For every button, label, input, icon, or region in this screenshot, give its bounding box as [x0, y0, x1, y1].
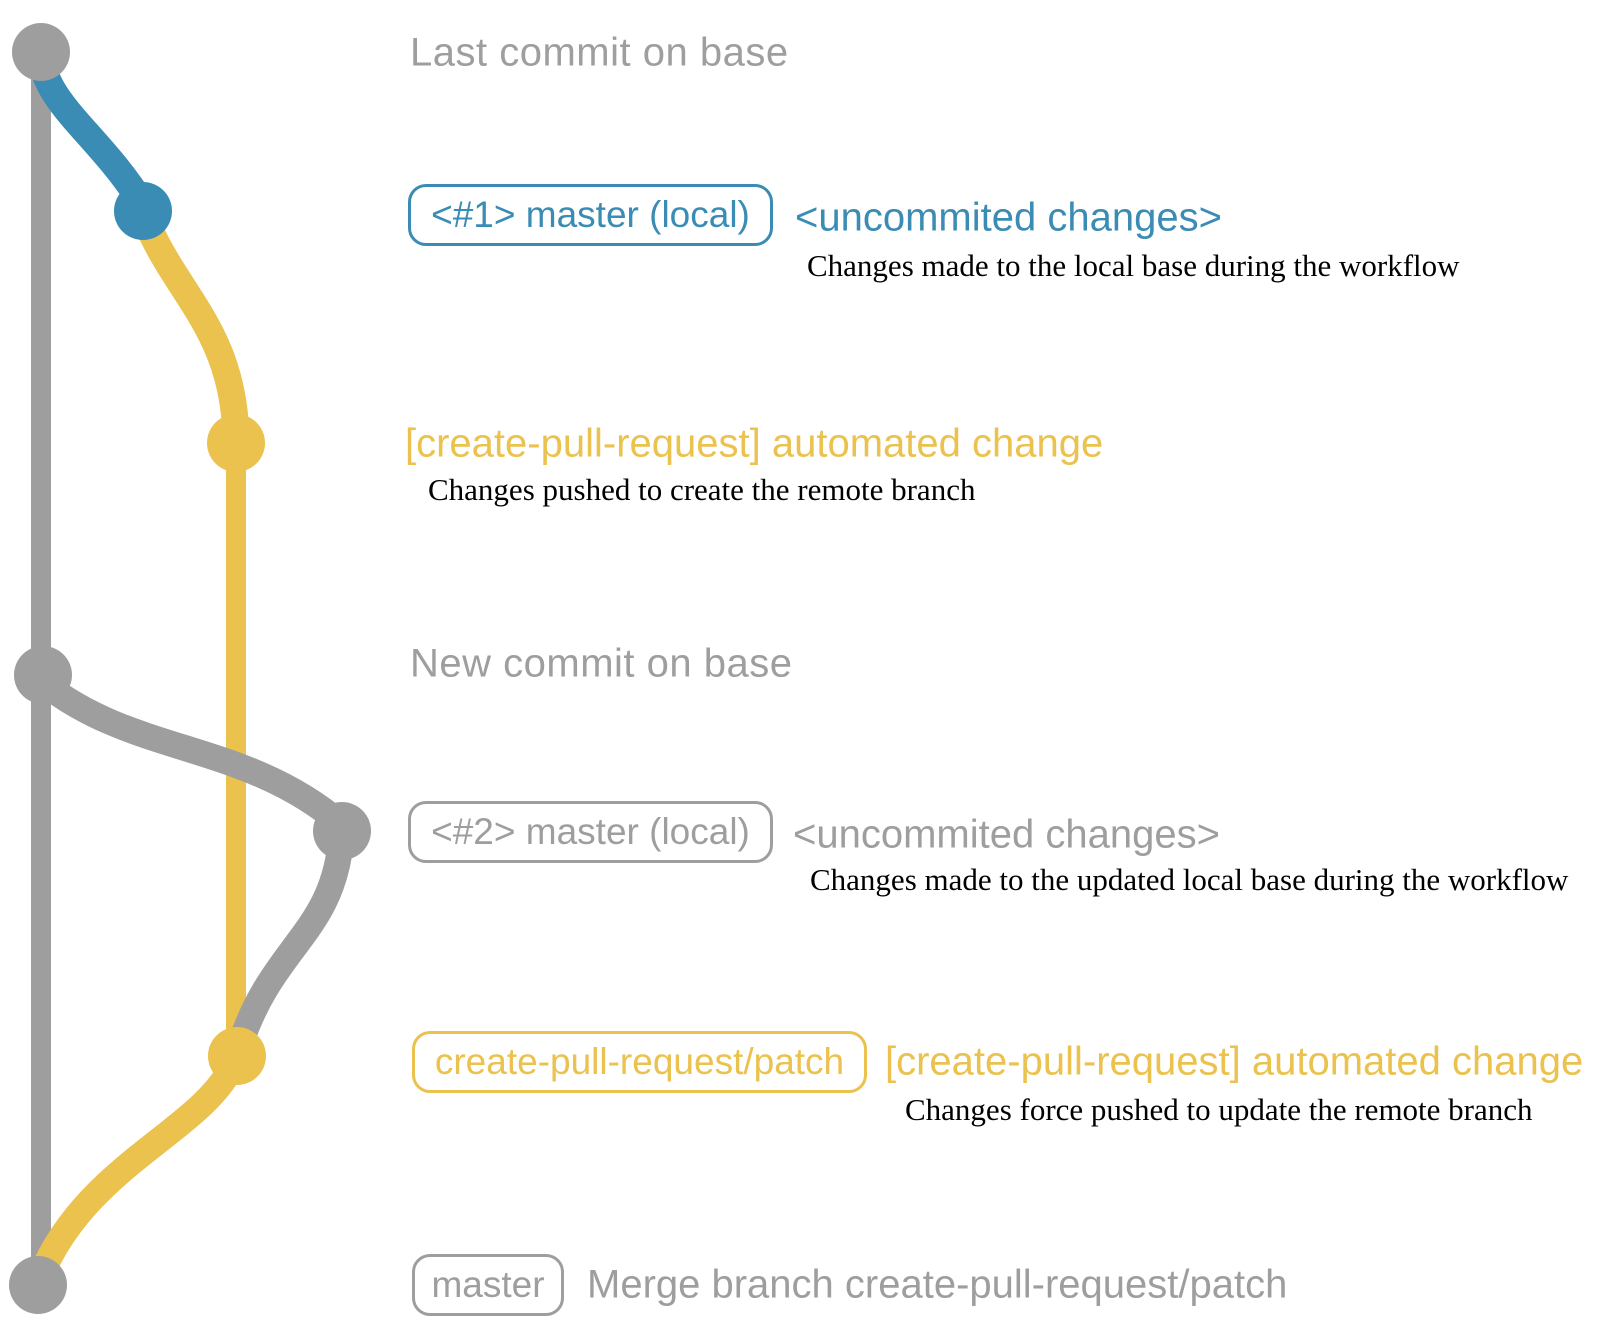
label-automated-change-2: [create-pull-request] automated change	[885, 1039, 1584, 1084]
label-uncommitted-changes-1: <uncommited changes>	[795, 195, 1222, 240]
branch-tag-label: <#1> master (local)	[431, 194, 750, 235]
branch-tag-master-local-2: <#2> master (local)	[408, 801, 773, 863]
commit-node-uncommitted-1	[114, 182, 172, 240]
branch-tag-label: create-pull-request/patch	[434, 1041, 845, 1082]
patch-branch-create-curve	[131, 204, 250, 458]
branch-tag-create-pull-request-patch: create-pull-request/patch	[412, 1031, 867, 1093]
commit-node-merge	[9, 1256, 67, 1314]
merge-curve	[27, 1049, 247, 1291]
local-master2-curve	[32, 671, 354, 837]
note-local-base-changes: Changes made to the local base during th…	[807, 248, 1460, 283]
label-merge-branch: Merge branch create-pull-request/patch	[587, 1262, 1288, 1307]
branch-tag-master: master	[412, 1254, 564, 1316]
note-push-create-remote-branch: Changes pushed to create the remote bran…	[428, 472, 976, 507]
commit-node-automated-change-2	[208, 1027, 266, 1085]
commit-node-uncommitted-2	[313, 802, 371, 860]
branch-tag-label: <#2> master (local)	[431, 811, 750, 852]
branch-tag-label: master	[431, 1264, 545, 1305]
label-last-commit-on-base: Last commit on base	[410, 30, 789, 75]
commit-node-last-base	[12, 23, 70, 81]
note-updated-local-base-changes: Changes made to the updated local base d…	[810, 862, 1569, 897]
note-force-push-update-remote-branch: Changes force pushed to update the remot…	[905, 1092, 1533, 1127]
force-push-curve	[226, 827, 354, 1061]
commit-node-automated-change-1	[207, 414, 265, 472]
commit-graph	[9, 23, 371, 1314]
label-automated-change-1: [create-pull-request] automated change	[405, 421, 1104, 466]
label-new-commit-on-base: New commit on base	[410, 641, 793, 686]
commit-node-new-base	[14, 646, 72, 704]
label-uncommitted-changes-2: <uncommited changes>	[793, 812, 1220, 857]
branch-tag-master-local-1: <#1> master (local)	[408, 184, 773, 246]
local-master-curve	[27, 41, 157, 219]
